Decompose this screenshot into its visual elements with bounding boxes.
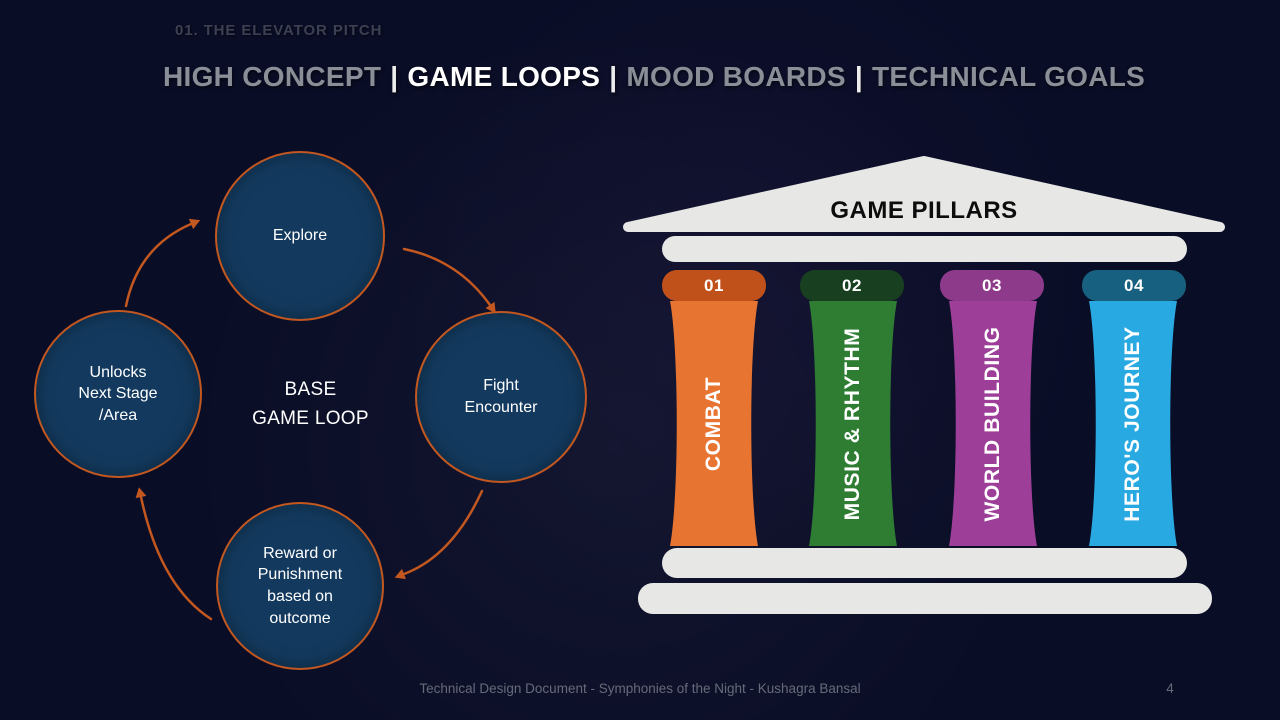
pillar-shape-icon	[949, 301, 1037, 546]
arrowhead-icon	[485, 301, 496, 314]
curved-arrow-icon	[139, 495, 213, 621]
pillar-number: 01	[704, 275, 724, 295]
main-title: HIGH CONCEPT | GAME LOOPS | MOOD BOARDS | TECH…	[163, 61, 1213, 93]
pillar-number: 04	[1124, 275, 1144, 295]
loop-node-label: Reward or Punishment based on outcome	[257, 544, 343, 627]
loop-arrows	[124, 218, 496, 621]
loop-node-label: Explore	[272, 227, 328, 245]
eyebrow-title: 01. THE ELEVATOR PITCH	[175, 22, 383, 39]
pillar-number: 02	[842, 275, 862, 295]
arrowhead-icon	[188, 218, 201, 230]
loop-node-explore: Explore	[215, 151, 385, 321]
base-bar	[638, 583, 1212, 614]
title-segment-game-loops: GAME LOOPS	[407, 61, 601, 92]
pillar-label: WORLD BUILDING	[981, 325, 1004, 522]
title-segment-technical-goals: TECHNICAL GOALS	[872, 61, 1146, 92]
page-number: 4	[1166, 681, 1174, 696]
pillar-badge-04: 04	[1082, 270, 1186, 301]
pillar-badge-02: 02	[800, 270, 904, 301]
curved-arrow-icon	[402, 489, 484, 576]
curved-arrow-icon	[402, 247, 492, 307]
pillar-label: COMBAT	[702, 376, 725, 471]
loop-node-unlocks-next-stage: Unlocks Next Stage /Area	[34, 310, 202, 478]
pillars-title: GAME PILLARS	[830, 197, 1018, 224]
title-separator: |	[609, 61, 618, 92]
loop-node-fight-encounter: Fight Encounter	[415, 311, 587, 483]
loop-node-label: Fight Encounter	[464, 377, 538, 416]
pillar-column-world-building: WORLD BUILDING	[945, 301, 1041, 546]
pillar-badge-03: 03	[940, 270, 1044, 301]
loop-node-label: Unlocks Next Stage /Area	[78, 363, 158, 424]
pillar-shape-icon	[809, 301, 897, 546]
footer-text: Technical Design Document - Symphonies o…	[419, 681, 861, 696]
loop-center-label: BASE GAME LOOP	[252, 379, 369, 429]
curved-arrow-icon	[124, 222, 193, 308]
loop-node-reward-punishment: Reward or Punishment based on outcome	[216, 502, 384, 670]
arrowhead-icon	[394, 568, 406, 580]
title-separator: |	[854, 61, 864, 92]
pillar-column-music-rhythm: MUSIC & RHYTHM	[805, 301, 901, 546]
title-separator: |	[390, 61, 399, 92]
pillar-column-combat: COMBAT	[666, 301, 762, 546]
title-segment-high-concept: HIGH CONCEPT	[163, 61, 382, 92]
title-segment-mood-boards: MOOD BOARDS	[626, 61, 846, 92]
pillar-shape-icon	[1089, 301, 1177, 546]
pillar-number: 03	[982, 275, 1002, 295]
pillar-badge-01: 01	[662, 270, 766, 301]
pillar-label: HERO'S JOURNEY	[1121, 325, 1144, 522]
pillar-shape-icon	[670, 301, 758, 546]
pillar-label: MUSIC & RHYTHM	[841, 327, 864, 520]
temple-roof-icon	[623, 156, 1225, 232]
stylobate-bar	[662, 548, 1187, 578]
pillar-column-heros-journey: HERO'S JOURNEY	[1085, 301, 1181, 546]
arrowhead-icon	[135, 487, 147, 499]
architrave-bar	[662, 236, 1187, 262]
